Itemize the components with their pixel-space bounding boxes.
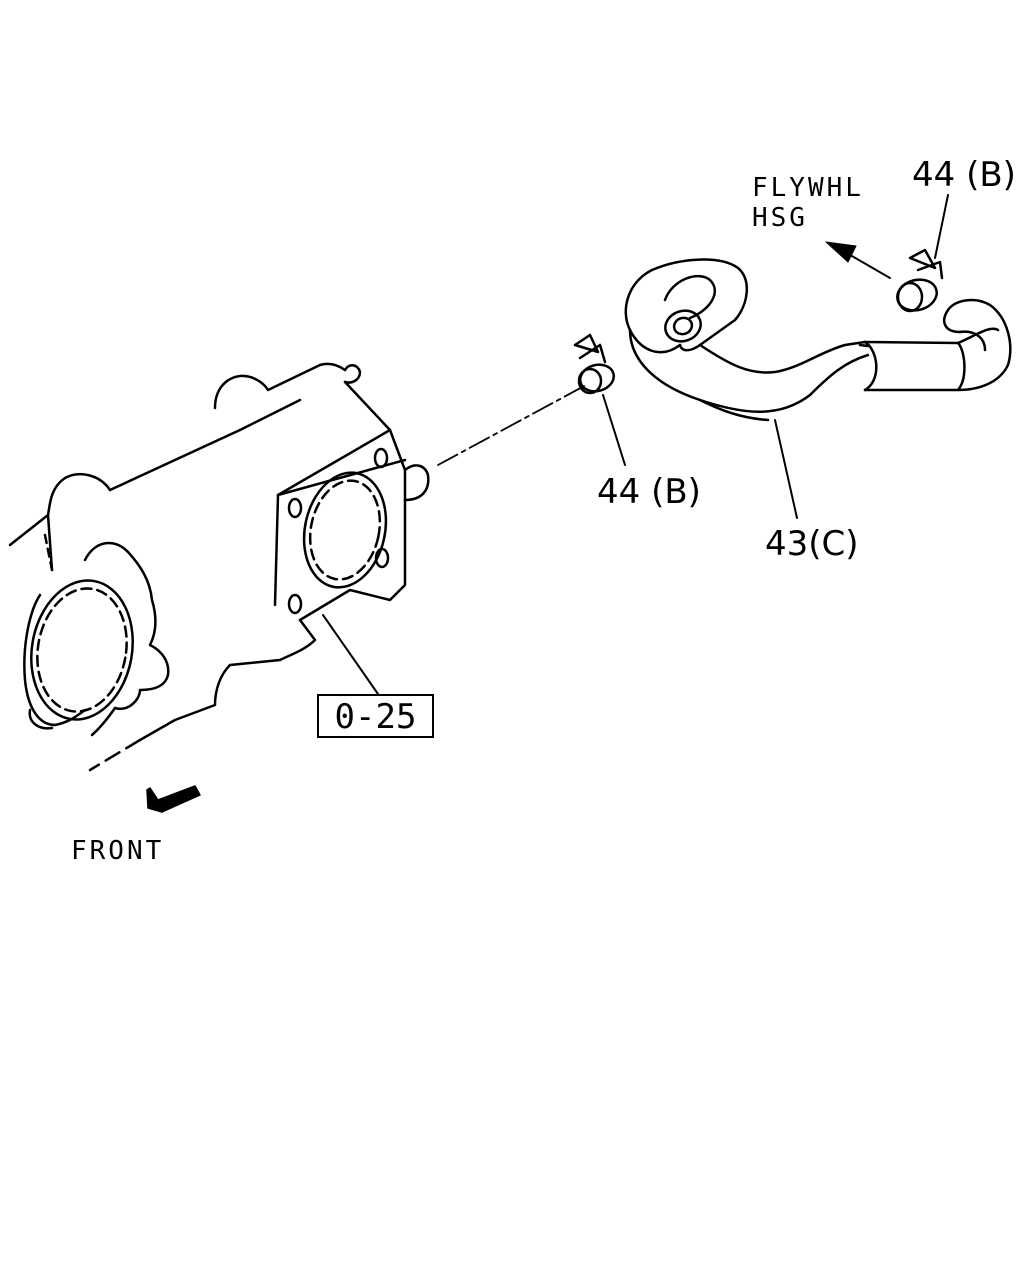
reference-box: 0-25 [317, 694, 434, 738]
label-clip-top: 44 (B) [912, 155, 1016, 195]
alignment-line [437, 384, 587, 466]
leader-44b-middle [602, 394, 626, 466]
leader-43c [774, 419, 798, 519]
flywheel-arrowhead [825, 241, 857, 263]
label-hose: 43(C) [765, 524, 859, 564]
label-flywheel-line2: HSG [752, 203, 808, 233]
label-front: FRONT [71, 836, 165, 866]
leader-44b-top [934, 194, 949, 259]
label-flywheel-line1: FLYWHL [752, 173, 864, 203]
flywheel-direction-line [844, 251, 891, 279]
label-clip-middle: 44 (B) [597, 472, 701, 512]
hose-assembly [624, 258, 1012, 422]
leader-reference [322, 614, 379, 695]
hose-clip-top [896, 248, 944, 313]
engine-housing [8, 362, 430, 772]
hose-clip-middle [573, 333, 616, 395]
